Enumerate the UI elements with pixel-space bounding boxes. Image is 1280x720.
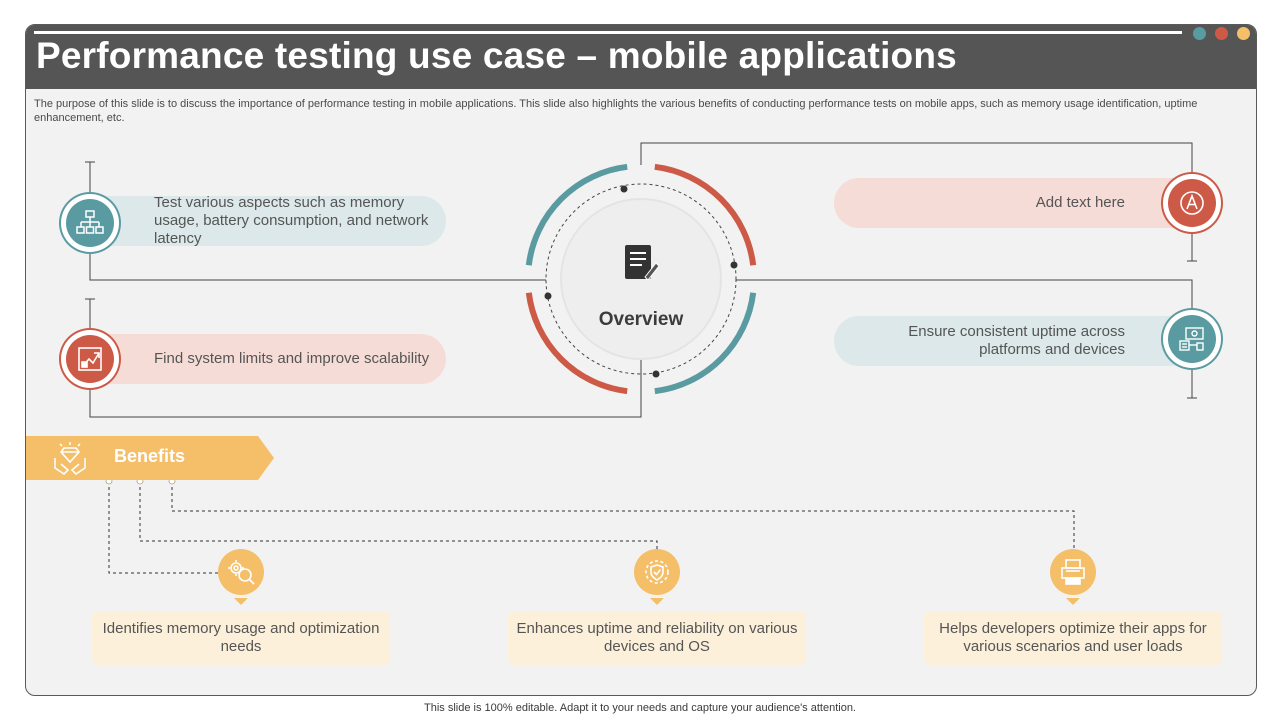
orange-dot (1237, 27, 1250, 40)
pointer-triangle (1066, 598, 1080, 605)
growth-chart-icon (66, 335, 114, 383)
devices-gear-icon (1168, 315, 1216, 363)
slide-frame: Performance testing use case – mobile ap… (25, 24, 1257, 696)
benefit-card-memory: Identifies memory usage and optimization… (92, 611, 390, 665)
slide-footer: This slide is 100% editable. Adapt it to… (424, 702, 856, 714)
title-bar: Performance testing use case – mobile ap… (26, 25, 1256, 89)
document-pen-icon (623, 243, 660, 283)
overview-item-text: Ensure consistent uptime across platform… (908, 323, 1125, 358)
title-underline (34, 31, 1182, 34)
gear-magnifier-icon (218, 549, 264, 595)
overview-item-text: Add text here (1035, 194, 1125, 211)
connector-lines (85, 142, 1197, 574)
benefits-banner (26, 436, 274, 480)
scenario-printer-icon (1050, 549, 1096, 595)
overview-label: Overview (598, 309, 684, 330)
overview-item-uptime: Ensure consistent uptime across platform… (834, 316, 1199, 366)
benefit-text: Identifies memory usage and optimization… (102, 620, 380, 655)
shield-check-gear-icon (634, 549, 680, 595)
benefit-text: Enhances uptime and reliability on vario… (516, 620, 798, 655)
benefit-card-scenarios: Helps developers optimize their apps for… (924, 611, 1222, 665)
pointer-triangle (650, 598, 664, 605)
benefit-text: Helps developers optimize their apps for… (939, 620, 1207, 655)
overview-hub: Overview (521, 159, 761, 399)
network-diagram-icon (66, 199, 114, 247)
pointer-triangle (234, 598, 248, 605)
hands-diamond-icon (52, 440, 88, 476)
benefits-label: Benefits (114, 446, 186, 466)
slide-description: The purpose of this slide is to discuss … (34, 98, 1198, 124)
page-title: Performance testing use case – mobile ap… (36, 35, 957, 76)
benefit-card-uptime: Enhances uptime and reliability on vario… (508, 611, 806, 665)
overview-item-add-text: Add text here (834, 178, 1199, 228)
teal-dot (1193, 27, 1206, 40)
text-a-icon (1168, 179, 1216, 227)
overview-item-system-limits: Find system limits and improve scalabili… (84, 334, 446, 384)
overview-item-memory-testing: Test various aspects such as memory usag… (84, 194, 446, 247)
red-dot (1215, 27, 1228, 40)
overview-item-text: Test various aspects such as memory usag… (154, 194, 429, 247)
overview-item-text: Find system limits and improve scalabili… (154, 350, 430, 367)
